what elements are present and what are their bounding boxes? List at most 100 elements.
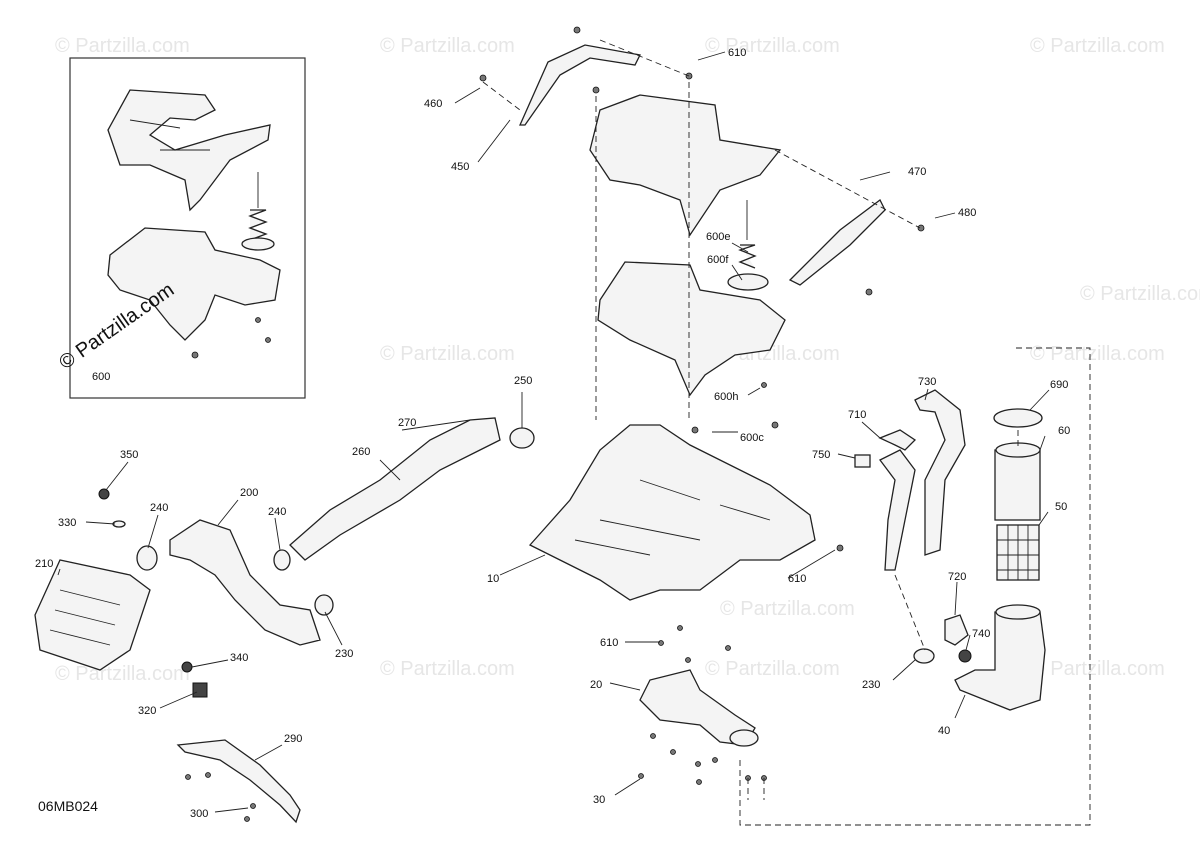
watermark: © Partzilla.com	[705, 658, 840, 680]
screw	[185, 774, 191, 780]
watermark: © Partzilla.com	[380, 658, 515, 680]
inset-assembly-600: © Partzilla.com 600	[55, 57, 306, 399]
watermark: © Partzilla.com	[55, 663, 190, 685]
cage-mesh	[997, 525, 1039, 580]
airbox-detail	[574, 479, 771, 556]
watermark: © Partzilla.com	[705, 35, 840, 57]
callout-720: 720	[948, 571, 966, 583]
tray-20	[639, 669, 756, 746]
fitting-720	[944, 614, 969, 646]
diagram-code: 06MB024	[38, 798, 98, 814]
callout-740: 740	[972, 628, 990, 640]
callout-300: 300	[190, 808, 208, 820]
callout-240: 240	[268, 506, 286, 518]
screw	[917, 224, 925, 232]
screw	[244, 816, 250, 822]
inset-watermark: © Partzilla.com	[55, 279, 178, 374]
leader-lines	[57, 51, 1050, 813]
screw	[658, 640, 664, 646]
watermark: © Partzilla.com	[1080, 283, 1200, 305]
callout-690: 690	[1050, 379, 1068, 391]
inset-screw	[265, 337, 271, 343]
inset-spring	[248, 209, 268, 241]
side-panel-470	[788, 199, 886, 286]
watermark: © Partzilla.com	[380, 35, 515, 57]
callout-600f: 600f	[707, 254, 729, 266]
callout-270: 270	[398, 417, 416, 429]
screw	[638, 773, 644, 779]
callout-610: 610	[600, 637, 618, 649]
callout-leaders	[57, 51, 1050, 813]
tray-opening	[729, 729, 759, 747]
screw	[696, 779, 702, 785]
intercooler-210	[34, 559, 151, 671]
clamp-240	[273, 549, 291, 571]
nut-340	[181, 661, 193, 673]
callout-240: 240	[150, 502, 168, 514]
callout-610: 610	[728, 47, 746, 59]
screw	[670, 749, 676, 755]
callout-600e: 600e	[706, 231, 730, 243]
callout-320: 320	[138, 705, 156, 717]
hose-730	[914, 389, 966, 556]
inset-screw	[191, 351, 199, 359]
screw	[836, 544, 844, 552]
filter-60	[994, 449, 1041, 521]
filter-housing-top	[995, 604, 1041, 620]
callout-450: 450	[451, 161, 469, 173]
callout-330: 330	[58, 517, 76, 529]
screw	[685, 72, 693, 80]
callout-10: 10	[487, 573, 499, 585]
nut-350	[98, 488, 110, 500]
inset-cover-detail	[129, 119, 210, 151]
callout-730: 730	[918, 376, 936, 388]
callout-710: 710	[848, 409, 866, 421]
screw	[695, 761, 701, 767]
inset-lower-housing	[107, 227, 281, 341]
clip-320	[192, 682, 208, 698]
intercooler-fins	[49, 589, 121, 646]
screw	[250, 803, 256, 809]
callout-340: 340	[230, 652, 248, 664]
callout-350: 350	[120, 449, 138, 461]
cap-750	[854, 454, 871, 468]
inset-label: 600	[92, 371, 110, 383]
watermark: © Partzilla.com	[380, 343, 515, 365]
screw	[712, 757, 718, 763]
clamp-690	[993, 408, 1043, 428]
clamp-250	[509, 427, 535, 449]
assembly-lines-filter	[739, 347, 1091, 826]
clamp-230	[314, 594, 334, 616]
callout-50: 50	[1055, 501, 1067, 513]
callout-200: 200	[240, 487, 258, 499]
callout-610: 610	[788, 573, 806, 585]
screw	[865, 288, 873, 296]
hose-710-lower	[879, 449, 916, 571]
callout-470: 470	[908, 166, 926, 178]
callout-750: 750	[812, 449, 830, 461]
callout-40: 40	[938, 725, 950, 737]
screw	[592, 86, 600, 94]
center-washer	[727, 273, 769, 291]
inset-screw	[255, 317, 261, 323]
nut-740	[958, 649, 972, 663]
watermark: © Partzilla.com	[1030, 658, 1165, 680]
screw	[205, 772, 211, 778]
watermark: © Partzilla.com	[1030, 343, 1165, 365]
airbox-group	[528, 424, 844, 663]
filter-housing-40	[954, 611, 1046, 711]
callout-290: 290	[284, 733, 302, 745]
screw	[725, 645, 731, 651]
callout-230: 230	[862, 679, 880, 691]
callout-20: 20	[590, 679, 602, 691]
assembly-lines-top	[482, 39, 921, 420]
callout-480: 480	[958, 207, 976, 219]
clamp-230	[913, 648, 935, 664]
watermark: © Partzilla.com	[1030, 35, 1165, 57]
screw	[677, 625, 683, 631]
watermark-layer: © Partzilla.com © Partzilla.com © Partzi…	[55, 35, 1200, 685]
screw	[573, 26, 581, 34]
hose-200	[169, 519, 321, 646]
screw	[761, 382, 767, 388]
